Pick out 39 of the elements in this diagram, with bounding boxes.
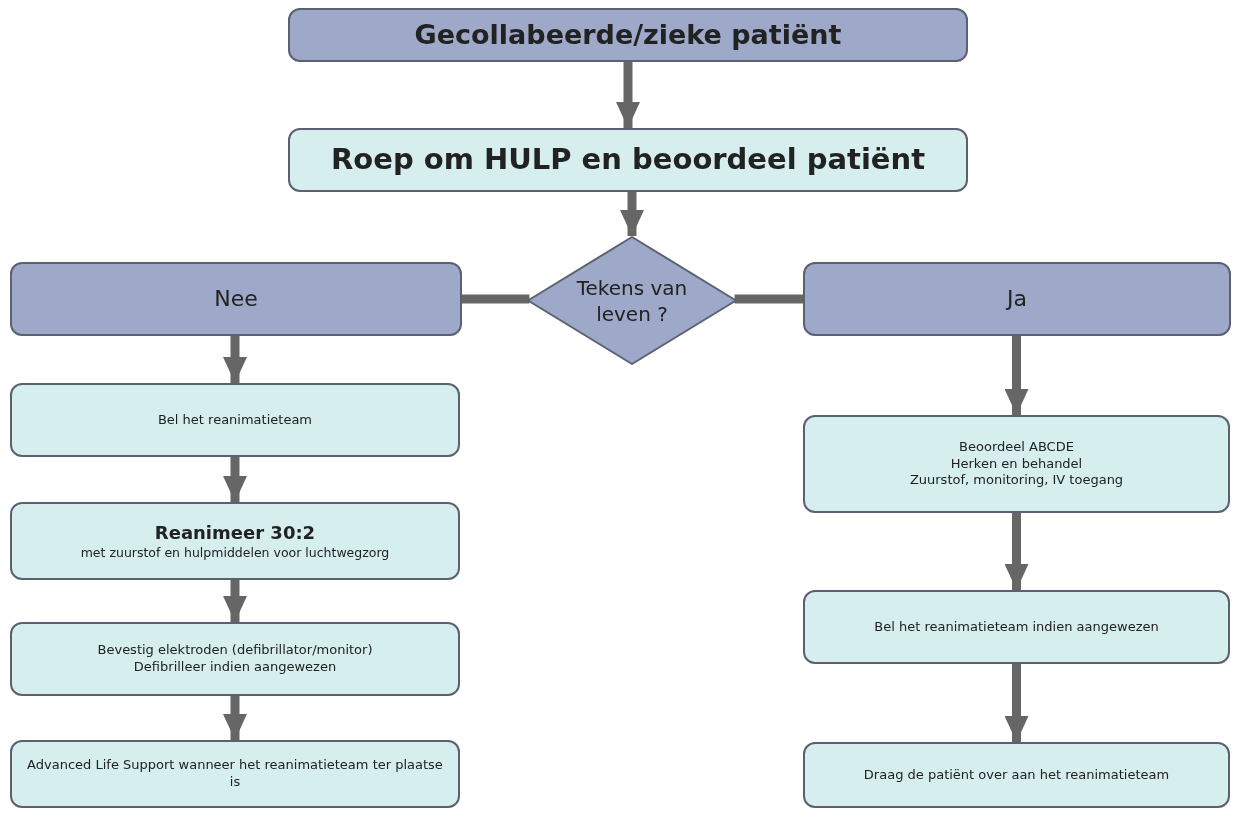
node-text: Defibrilleer indien aangewezen [133,659,337,676]
process-box [803,415,1230,513]
connector-line [462,294,530,304]
node-text: Tekens van leven ? [575,274,689,327]
process-box [288,128,968,192]
node-text: Nee [214,284,258,313]
process-box [803,262,1231,336]
node-text: Herken en behandel [950,455,1083,473]
arrow [223,336,247,383]
process-box [10,622,460,696]
connector-line [734,294,803,304]
node-text: Bel het reanimatieteam indien aangewezen [874,618,1159,636]
process-box [10,740,460,808]
process-box [10,502,460,580]
process-box [288,8,968,62]
node-text: Reanimeer 30:2 [154,521,316,545]
node-text: Gecollabeerde/zieke patiënt [414,18,842,53]
process-box [803,742,1230,808]
node-text: Beoordeel ABCDE [959,438,1074,456]
arrow [616,62,640,128]
node-text: Zuurstof, monitoring, IV toegang [909,472,1124,490]
arrow [1004,664,1029,742]
node-text: Advanced Life Support wanneer het reanimatieteam ter plaatse is [26,757,444,791]
process-box [803,590,1230,664]
node-text: Bevestig elektroden (defibrillator/monitor) [97,642,373,659]
process-box [10,383,460,457]
arrow [223,457,247,502]
arrow [223,696,247,740]
process-box [10,262,462,336]
node-text: Ja [1007,284,1027,313]
node-text: met zuurstof en hulpmiddelen voor luchtwegzorg [80,544,390,561]
node-text: Bel het reanimatieteam [157,411,313,429]
decision-diamond [527,236,737,365]
node-text: Roep om HULP en beoordeel patiënt [330,141,926,179]
arrow [223,580,247,622]
arrow [1004,336,1029,415]
node-text: Draag de patiënt over aan het reanimatieteam [863,766,1170,784]
arrow [620,192,644,236]
arrow [1004,513,1029,590]
